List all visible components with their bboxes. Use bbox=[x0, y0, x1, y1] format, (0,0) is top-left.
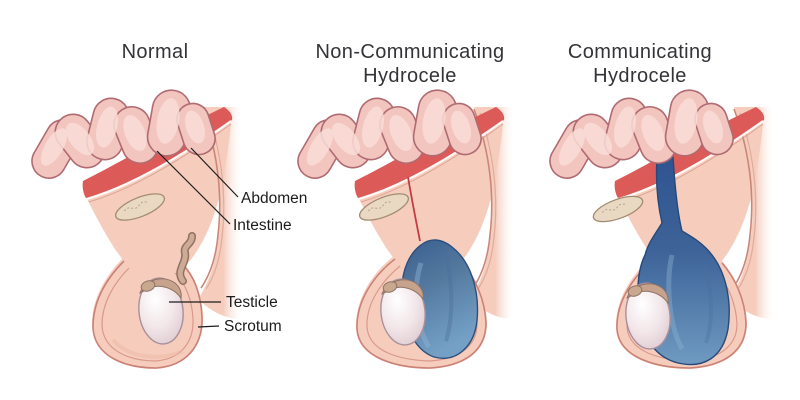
anatomy-label-intestine: Intestine bbox=[233, 217, 292, 234]
intestine-leader-line bbox=[156, 150, 231, 225]
panel-non-communicating-hydrocele bbox=[290, 86, 512, 370]
abdomen-leader-line bbox=[190, 147, 239, 198]
closed-processus-vaginalis-line bbox=[407, 176, 421, 242]
panel-title-non-communicating-line2: Hydrocele bbox=[363, 65, 457, 87]
scrotum-leader-line bbox=[197, 325, 220, 328]
anatomy-label-testicle: Testicle bbox=[226, 294, 278, 311]
panel-title-communicating-line2: Hydrocele bbox=[593, 65, 687, 87]
panel-normal: Abdomen Intestine Testicle Scrotum bbox=[24, 86, 307, 371]
panel-title-communicating-line1: Communicating bbox=[568, 41, 712, 63]
panel-communicating-hydrocele bbox=[542, 86, 772, 370]
anatomy-label-scrotum: Scrotum bbox=[224, 318, 282, 335]
panel-title-non-communicating-line1: Non-Communicating bbox=[315, 41, 504, 63]
anatomy-label-abdomen: Abdomen bbox=[241, 190, 307, 207]
spermatic-cord bbox=[176, 232, 196, 285]
panel-title-normal: Normal bbox=[122, 41, 189, 63]
